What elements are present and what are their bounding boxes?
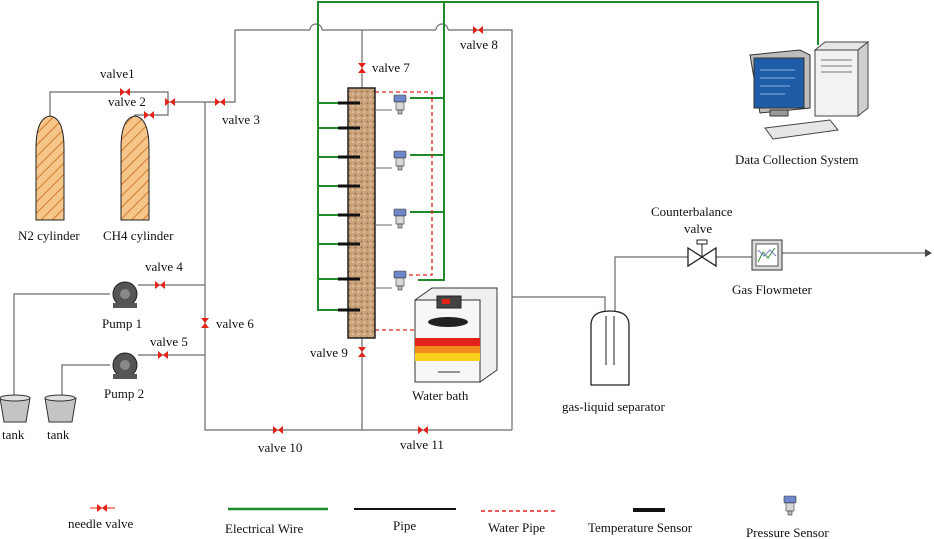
gas-flowmeter: Gas Flowmeter bbox=[732, 239, 812, 297]
valve-8-label: valve 8 bbox=[460, 37, 498, 52]
pump-2: Pump 2 bbox=[104, 352, 144, 401]
flowmeter-label: Gas Flowmeter bbox=[732, 282, 812, 297]
valve-9[interactable]: valve 9 bbox=[310, 345, 366, 360]
manifold-valve[interactable] bbox=[165, 98, 175, 106]
water-bath: Water bath bbox=[412, 287, 498, 403]
legend-needle-valve: needle valve bbox=[68, 504, 134, 531]
pump-1: Pump 1 bbox=[102, 281, 142, 331]
legend-water-pipe: Water Pipe bbox=[481, 510, 557, 535]
water-bath-label: Water bath bbox=[412, 388, 469, 403]
tank-2: tank bbox=[44, 394, 77, 442]
valve-3-label: valve 3 bbox=[222, 112, 260, 127]
valve-10[interactable]: valve 10 bbox=[258, 426, 302, 455]
legend-pipe: Pipe bbox=[354, 508, 456, 533]
gas-liquid-separator: gas-liquid separator bbox=[562, 310, 666, 414]
tank-1: tank bbox=[0, 394, 31, 442]
legend-water-pipe-label: Water Pipe bbox=[488, 520, 545, 535]
pump-1-label: Pump 1 bbox=[102, 316, 142, 331]
valve-5-label: valve 5 bbox=[150, 334, 188, 349]
valve-2[interactable]: valve 2 bbox=[108, 94, 154, 119]
valve-1[interactable]: valve1 bbox=[100, 66, 135, 96]
ch4-cylinder: CH4 cylinder bbox=[103, 115, 174, 243]
valve-7[interactable]: valve 7 bbox=[358, 60, 410, 75]
valve-4-label: valve 4 bbox=[145, 259, 183, 274]
legend: needle valve Electrical Wire Pipe Water … bbox=[68, 495, 829, 539]
legend-electrical-wire-label: Electrical Wire bbox=[225, 521, 304, 536]
sand-column bbox=[347, 87, 376, 339]
valve-6-label: valve 6 bbox=[216, 316, 254, 331]
n2-cylinder-label: N2 cylinder bbox=[18, 228, 80, 243]
legend-temperature-sensor: Temperature Sensor bbox=[588, 508, 693, 535]
computer: Data Collection System bbox=[735, 40, 870, 167]
pipe-network bbox=[13, 23, 752, 431]
legend-pressure-sensor: Pressure Sensor bbox=[746, 495, 829, 539]
n2-cylinder: N2 cylinder bbox=[18, 115, 80, 243]
valve-7-label: valve 7 bbox=[372, 60, 410, 75]
pump-2-label: Pump 2 bbox=[104, 386, 144, 401]
counterbalance-valve[interactable]: Counterbalance valve bbox=[651, 204, 733, 268]
valve-4[interactable]: valve 4 bbox=[145, 259, 183, 289]
tank-1-label: tank bbox=[2, 427, 25, 442]
valve-6[interactable]: valve 6 bbox=[201, 316, 254, 331]
legend-pressure-sensor-label: Pressure Sensor bbox=[746, 525, 829, 539]
valve-2-label: valve 2 bbox=[108, 94, 146, 109]
legend-pipe-label: Pipe bbox=[393, 518, 416, 533]
legend-needle-valve-label: needle valve bbox=[68, 516, 134, 531]
valve-10-label: valve 10 bbox=[258, 440, 302, 455]
counterbalance-label-2: valve bbox=[684, 221, 712, 236]
valve-11-label: valve 11 bbox=[400, 437, 444, 452]
legend-temperature-sensor-label: Temperature Sensor bbox=[588, 520, 693, 535]
column-pressure-sensors bbox=[375, 94, 407, 291]
counterbalance-label-1: Counterbalance bbox=[651, 204, 733, 219]
valve-8[interactable]: valve 8 bbox=[460, 26, 498, 52]
separator-label: gas-liquid separator bbox=[562, 399, 666, 414]
temperature-sensors bbox=[338, 101, 360, 312]
water-pipe bbox=[375, 91, 433, 331]
ch4-cylinder-label: CH4 cylinder bbox=[103, 228, 174, 243]
tank-2-label: tank bbox=[47, 427, 70, 442]
valve-1-label: valve1 bbox=[100, 66, 135, 81]
valve-5[interactable]: valve 5 bbox=[150, 334, 188, 359]
legend-electrical-wire: Electrical Wire bbox=[225, 507, 328, 536]
valve-9-label: valve 9 bbox=[310, 345, 348, 360]
data-system-label: Data Collection System bbox=[735, 152, 858, 167]
valve-3[interactable]: valve 3 bbox=[215, 98, 260, 127]
valve-11[interactable]: valve 11 bbox=[400, 426, 444, 452]
outlet-arrow bbox=[782, 249, 932, 257]
